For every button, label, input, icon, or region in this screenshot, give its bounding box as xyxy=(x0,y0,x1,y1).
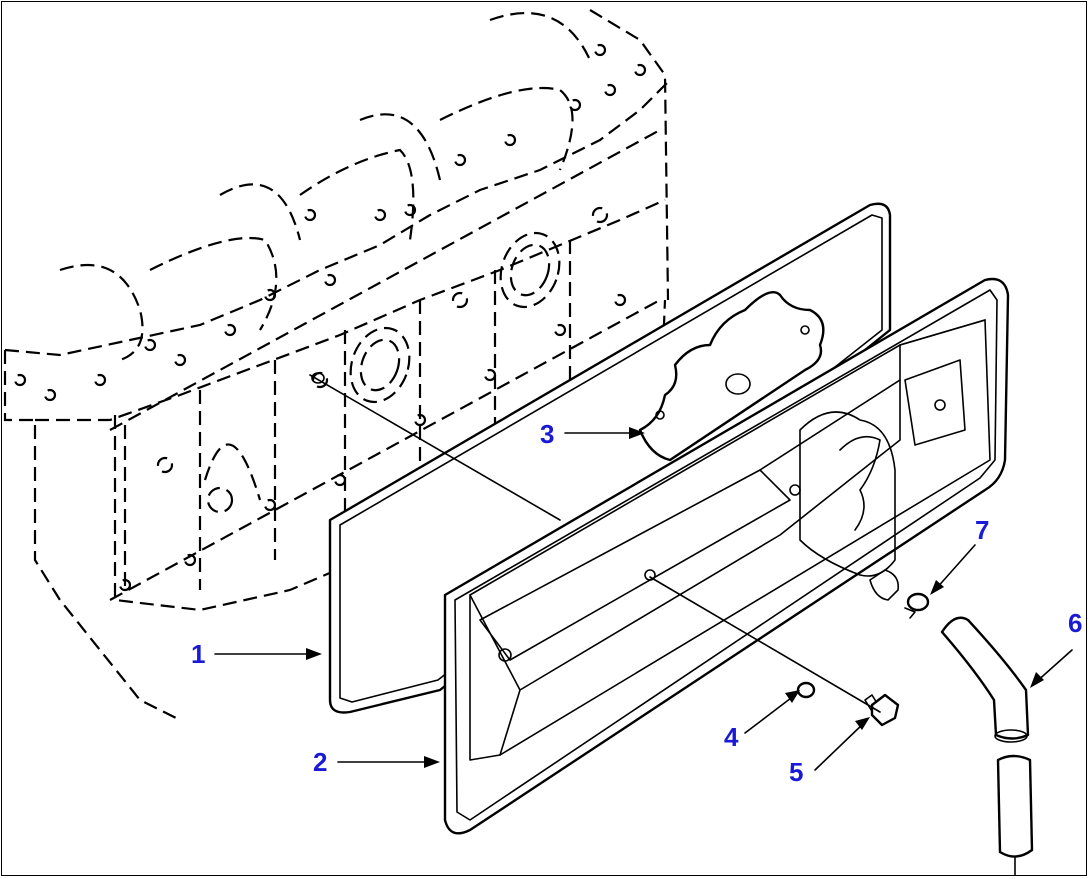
alignment-line xyxy=(309,374,561,521)
callout-7: 7 xyxy=(975,515,990,545)
callout-4: 4 xyxy=(724,722,739,752)
bolt-axis-line xyxy=(649,576,881,713)
leader-lines xyxy=(214,427,1073,771)
callout-1: 1 xyxy=(191,639,206,669)
part-2-rocker-cover xyxy=(443,277,1010,835)
callout-3: 3 xyxy=(540,419,555,449)
callout-5: 5 xyxy=(789,757,804,787)
callout-2: 2 xyxy=(313,747,328,777)
part-3-deflector-plate xyxy=(638,290,825,462)
part-6-hose xyxy=(940,616,1034,876)
callout-6: 6 xyxy=(1068,608,1083,638)
part-4-washer xyxy=(796,681,816,699)
part-5-bolt xyxy=(864,693,900,727)
part-7-clamp xyxy=(904,592,930,619)
